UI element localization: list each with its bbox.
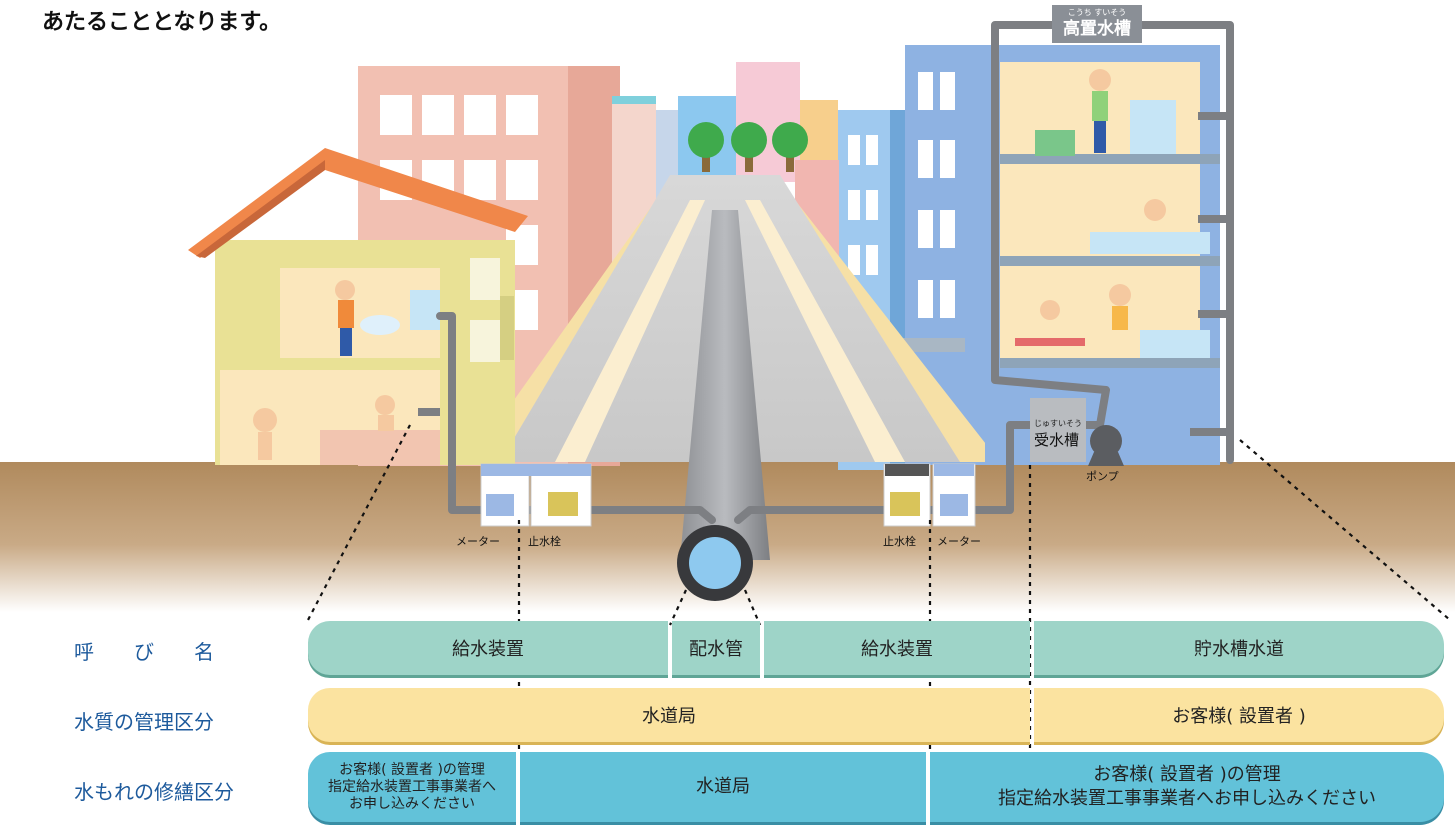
leak-right-customer: お客様( 設置者 )の管理 指定給水装置工事事業者へお申し込みください [930, 752, 1444, 822]
quality-customer: お客様( 設置者 ) [1034, 688, 1444, 742]
receiving-tank [1030, 398, 1086, 462]
left-valve-label: 止水栓 [528, 535, 561, 548]
leak-bureau: 水道局 [520, 752, 926, 822]
apartment-building [985, 45, 1220, 465]
street-trees [688, 122, 808, 172]
right-meter-box [932, 463, 976, 527]
pump-label: ポンプ [1086, 470, 1119, 483]
right-valve-label: 止水栓 [883, 535, 916, 548]
name-storage-tank-waterworks: 貯水槽水道 [1034, 621, 1444, 675]
receiving-tank-ruby: じゅすいそう [1034, 419, 1082, 428]
faucets [418, 112, 1226, 436]
residents [253, 69, 1166, 460]
name-distribution-pipe: 配水管 [672, 621, 760, 675]
roof-tank-label: 高置水槽 [1063, 19, 1131, 39]
receiving-tank-label: 受水槽 [1034, 431, 1080, 449]
quality-bureau: 水道局 [308, 688, 1030, 742]
name-row-header: 呼 び 名 [74, 640, 214, 664]
quality-row-header: 水質の管理区分 [74, 710, 214, 734]
leak-row-header: 水もれの修繕区分 [74, 780, 234, 804]
left-house [188, 148, 528, 465]
right-valve-box [883, 463, 931, 527]
name-left-supply: 給水装置 [308, 621, 668, 675]
right-meter-label: メーター [937, 535, 981, 548]
leak-left-customer: お客様( 設置者 )の管理 指定給水装置工事事業者へ お申し込みください [308, 752, 516, 822]
name-right-supply: 給水装置 [764, 621, 1030, 675]
distribution-main-pipe [680, 210, 770, 560]
pump [1090, 425, 1122, 457]
supply-pipes [436, 21, 1234, 524]
left-meter-label: メーター [456, 535, 500, 548]
roof-tank: こうち すいそう 高置水槽 [1052, 5, 1142, 43]
intro-text: あたることとなります。 [42, 10, 282, 35]
roof-tank-ruby: こうち すいそう [1067, 8, 1127, 17]
